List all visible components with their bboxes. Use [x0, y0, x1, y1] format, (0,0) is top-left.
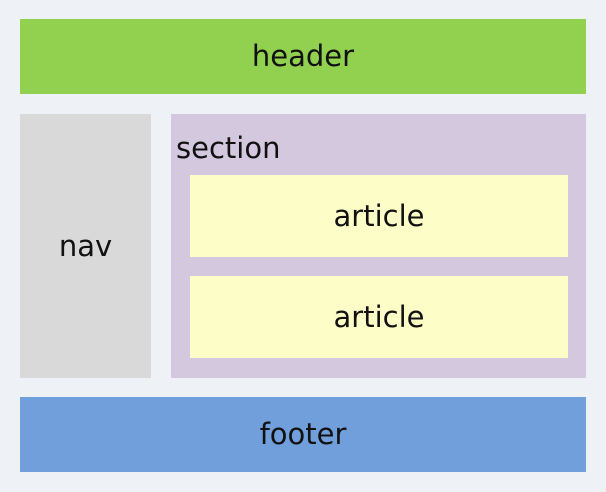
footer-block: footer: [20, 397, 586, 472]
header-block: header: [20, 19, 586, 94]
article-label-1: article: [333, 198, 425, 233]
article-block-1: article: [190, 175, 568, 257]
header-label: header: [251, 39, 355, 73]
nav-label: nav: [58, 228, 113, 263]
section-block: section article article: [171, 114, 586, 378]
footer-label: footer: [259, 417, 347, 451]
nav-block: nav: [20, 114, 151, 378]
article-block-2: article: [190, 276, 568, 358]
article-label-2: article: [333, 299, 425, 334]
section-label: section: [176, 131, 281, 165]
